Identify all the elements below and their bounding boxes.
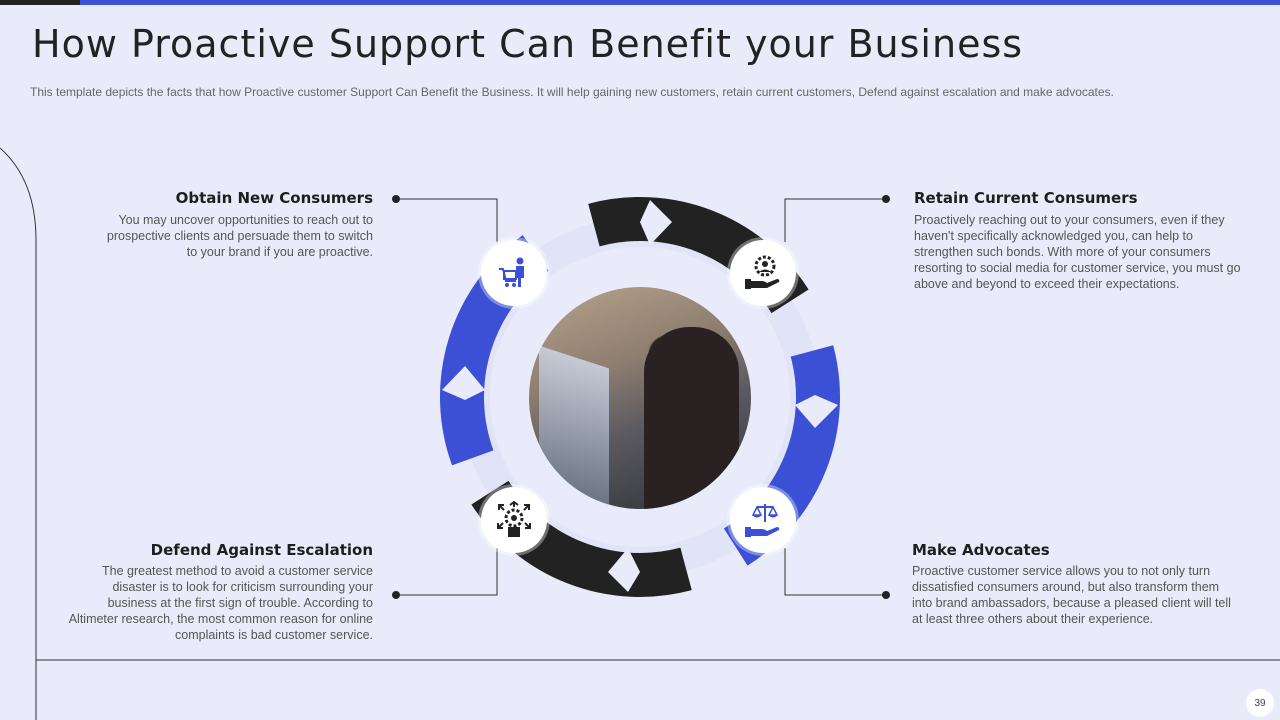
defend-body: The greatest method to avoid a customer …: [69, 563, 373, 643]
obtain-line: to your brand if you are proactive.: [186, 245, 373, 259]
gear-arrows-person-icon: [497, 501, 531, 537]
slide-title: How Proactive Support Can Benefit your B…: [32, 22, 1024, 66]
advocates-line: into brand ambassadors, because a please…: [912, 596, 1231, 610]
advocates-heading: Make Advocates: [912, 541, 1050, 559]
shopping-cart-person-icon: [499, 257, 524, 287]
retain-line: Proactively reaching out to your consume…: [914, 213, 1225, 227]
page-number: 39: [1246, 689, 1274, 717]
top-bar-dark-segment: [0, 0, 80, 5]
advocates-line: dissatisfied consumers around, but also …: [912, 580, 1220, 594]
defend-heading: Defend Against Escalation: [150, 541, 373, 559]
obtain-heading: Obtain New Consumers: [175, 189, 373, 207]
retain-line: resorting to social media for customer s…: [914, 261, 1241, 275]
photo-person-shape: [644, 327, 739, 509]
photo-laptop-shape: [539, 345, 609, 509]
obtain-body: You may uncover opportunities to reach o…: [107, 212, 373, 260]
retain-body: Proactively reaching out to your consume…: [914, 212, 1241, 292]
retain-heading: Retain Current Consumers: [914, 189, 1138, 207]
slide-subtitle: This template depicts the facts that how…: [30, 85, 1114, 99]
hand-scales-icon: [745, 504, 780, 537]
defend-line: complaints is bad customer service.: [175, 628, 373, 642]
defend-line: Altimeter research, the most common reas…: [68, 612, 373, 626]
retain-line: above and beyond to exceed their expecta…: [914, 277, 1180, 291]
retain-line: strengthen such bonds. With more of your…: [914, 245, 1211, 259]
top-bar-accent: [80, 0, 1280, 5]
advocates-icon-circle: [730, 487, 796, 553]
advocates-line: Proactive customer service allows you to…: [912, 564, 1211, 578]
retain-line: haven't specifically acknowledged you, c…: [914, 229, 1193, 243]
defend-icon-circle: [481, 487, 547, 553]
advocates-line: at least three others about their experi…: [912, 612, 1154, 626]
defend-line: The greatest method to avoid a customer …: [102, 564, 373, 578]
hand-gear-person-icon: [745, 255, 780, 289]
obtain-line: You may uncover opportunities to reach o…: [118, 213, 373, 227]
center-photo: [529, 287, 751, 509]
advocates-body: Proactive customer service allows you to…: [912, 563, 1231, 627]
defend-line: business at the first sign of trouble. A…: [107, 596, 373, 610]
retain-icon-circle: [730, 240, 796, 306]
defend-line: disaster is to look for criticism surrou…: [112, 580, 373, 594]
obtain-line: prospective clients and persuade them to…: [106, 229, 373, 243]
obtain-icon-circle: [481, 240, 547, 306]
